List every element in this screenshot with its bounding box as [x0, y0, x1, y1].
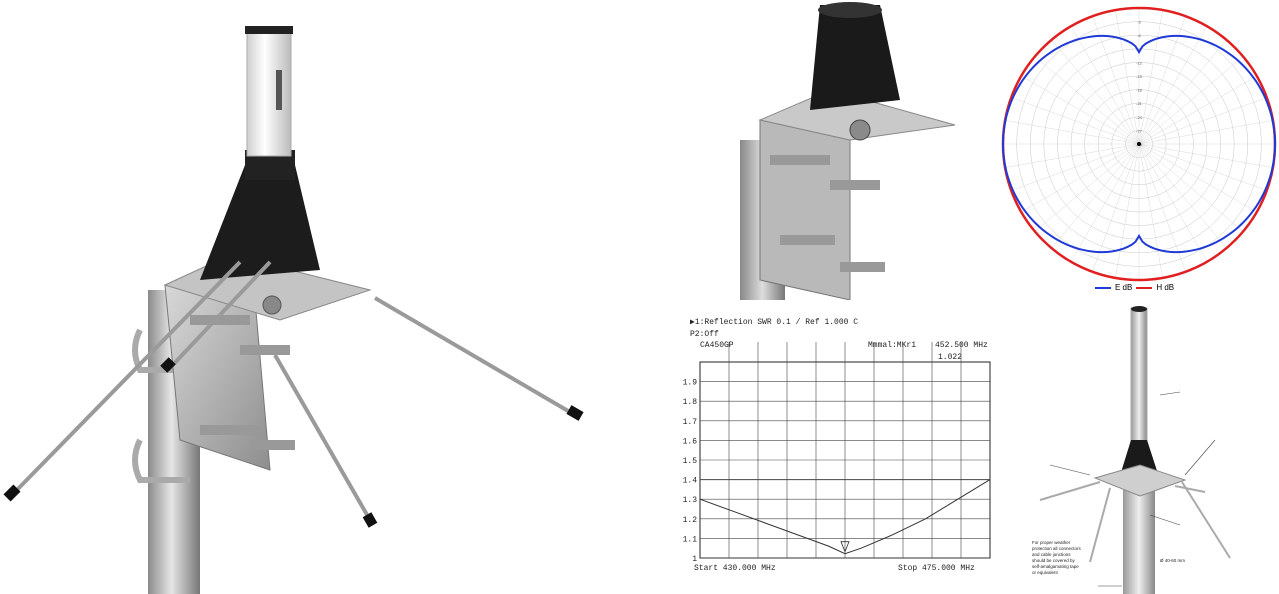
- dim-bottom-note-2: protection all connectors: [1032, 546, 1082, 551]
- polar-grid-spoke: [1011, 97, 1140, 145]
- polar-grid-spoke: [1138, 143, 1244, 232]
- dim-bottom-note-5: self-amalgamating tape: [1032, 564, 1079, 569]
- swr-y-tick-label: 1.1: [683, 535, 698, 544]
- polar-grid-spoke: [1138, 143, 1186, 272]
- polar-tick-label: -27: [1136, 128, 1143, 133]
- swr-marker-label: Mmmal:MKr1: [868, 341, 916, 350]
- polar-grid-spoke: [1092, 143, 1140, 272]
- swr-header-line1: ▶1:Reflection SWR 0.1 / Ref 1.000 C: [690, 318, 858, 327]
- polar-grid-spoke: [1138, 26, 1208, 145]
- swr-marker-value: 1.022: [938, 353, 962, 362]
- polar-grid-spoke: [1138, 143, 1163, 278]
- swr-model: CA450GP: [700, 341, 734, 350]
- dimension-drawing: Ø 40-60 mm For proper weather protection…: [1010, 300, 1279, 594]
- antenna-photo-main: [0, 0, 600, 594]
- swr-series-line: [699, 479, 991, 555]
- polar-tick-label: -3: [1137, 20, 1141, 25]
- swr-header-line2: P2:Off: [690, 330, 719, 339]
- legend-swatch-h: [1136, 286, 1153, 289]
- polar-grid-spoke: [1021, 143, 1140, 213]
- swr-grid: [699, 342, 991, 559]
- legend-label-e: E dB: [1115, 283, 1133, 292]
- polar-grid-spoke: [1021, 75, 1140, 145]
- polar-tick-label: -9: [1137, 47, 1141, 52]
- polar-grid-spoke: [1138, 143, 1227, 249]
- swr-y-tick-label: 1.5: [683, 457, 698, 466]
- polar-grid-spoke: [1051, 143, 1140, 249]
- polar-grid-spoke: [1138, 120, 1273, 145]
- polar-grid-spoke: [1138, 75, 1257, 145]
- polar-plot: -3-6-9-12-15-18-21-24-27-30: [1001, 6, 1277, 282]
- polar-grid-spoke: [1005, 120, 1140, 145]
- polar-grid-spoke: [1138, 143, 1208, 262]
- swr-chart: ▶1:Reflection SWR 0.1 / Ref 1.000 C P2:O…: [680, 310, 1000, 594]
- polar-grid-spoke: [1138, 143, 1273, 168]
- polar-grid-spoke: [1034, 143, 1140, 232]
- polar-radiation-chart: -3-6-9-12-15-18-21-24-27-30: [1000, 0, 1279, 305]
- legend-label-h: H dB: [1156, 283, 1175, 292]
- swr-y-tick-label: 1: [692, 555, 697, 564]
- polar-grid: -3-6-9-12-15-18-21-24-27-30: [1002, 7, 1276, 281]
- swr-marker: [840, 541, 850, 553]
- polar-grid-spoke: [1005, 143, 1140, 168]
- polar-tick-label: -15: [1136, 74, 1143, 79]
- swr-stop-label: Stop 475.000 MHz: [898, 564, 975, 573]
- swr-y-tick-label: 1.9: [683, 379, 698, 388]
- polar-series-e: [1001, 34, 1276, 254]
- swr-y-tick-label: 1.7: [683, 418, 698, 427]
- swr-start-label: Start 430.000 MHz: [694, 564, 776, 573]
- polar-grid-spoke: [1070, 26, 1140, 145]
- swr-y-tick-label: 1.8: [683, 398, 698, 407]
- polar-grid-spoke: [1138, 16, 1186, 145]
- polar-grid-spoke: [1138, 143, 1267, 191]
- polar-grid-spoke: [1115, 143, 1140, 278]
- polar-grid-spoke: [1138, 10, 1163, 145]
- swr-y-tick-label: 1.2: [683, 516, 698, 525]
- polar-grid-spoke: [1034, 56, 1140, 145]
- polar-grid-spoke: [1092, 16, 1140, 145]
- dim-note-diameter: Ø 40-60 mm: [1160, 558, 1185, 563]
- legend-swatch-e: [1095, 286, 1111, 289]
- dim-bottom-note-1: For proper weather: [1032, 540, 1071, 545]
- swr-y-labels: 1.9 1.8 1.7 1.6 1.5 1.4 1.3 1.2 1.1 1: [683, 379, 698, 564]
- polar-grid-spoke: [1138, 56, 1244, 145]
- dim-bottom-note-6: or equivalent: [1032, 570, 1059, 575]
- polar-grid-spoke: [1051, 39, 1140, 145]
- dim-bottom-note-3: and cable junctions: [1032, 552, 1071, 557]
- polar-grid-spoke: [1070, 143, 1140, 262]
- polar-tick-label: -6: [1137, 33, 1141, 38]
- polar-grid-spoke: [1115, 10, 1140, 145]
- polar-legend: E dB H dB: [1095, 283, 1174, 292]
- polar-tick-label: -18: [1136, 88, 1143, 93]
- polar-grid-spoke: [1138, 39, 1227, 145]
- polar-grid-spoke: [1011, 143, 1140, 191]
- bracket-photo: [700, 0, 970, 300]
- swr-y-tick-label: 1.3: [683, 496, 698, 505]
- polar-grid-spoke: [1138, 97, 1267, 145]
- swr-y-tick-label: 1.4: [683, 477, 698, 486]
- dim-bottom-note-4: should be covered by: [1032, 558, 1076, 563]
- polar-center: [1137, 142, 1141, 146]
- swr-marker-freq: 452.500 MHz: [935, 341, 988, 350]
- swr-y-tick-label: 1.6: [683, 437, 698, 446]
- polar-tick-label: -12: [1136, 60, 1143, 65]
- polar-tick-label: -21: [1136, 101, 1143, 106]
- polar-grid-spoke: [1138, 143, 1257, 213]
- polar-tick-label: -24: [1136, 115, 1143, 120]
